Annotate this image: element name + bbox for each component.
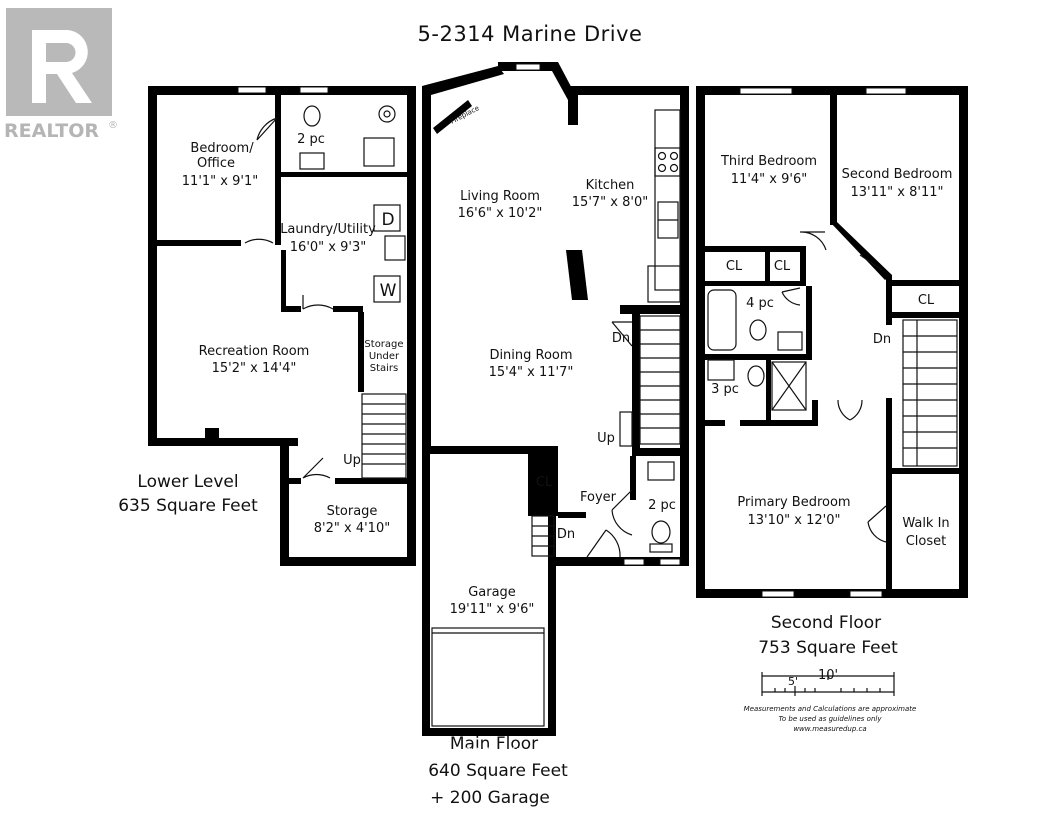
storage-name: Storage (327, 504, 378, 519)
laundry-name: Laundry/Utility (280, 222, 376, 237)
realtor-logo-mark: ® (108, 120, 118, 131)
second-cl-2: CL (774, 259, 791, 274)
second-dn-label: Dn (873, 332, 891, 347)
lower-level-area: 635 Square Feet (118, 496, 258, 516)
second-floor-name: Second Floor (771, 613, 881, 633)
lower-2pc-label: 2 pc (297, 132, 325, 147)
plan-title: 5-2314 Marine Drive (418, 22, 643, 46)
second-bedroom-name: Second Bedroom (842, 167, 953, 182)
lower-bedroom-name-2: Office (197, 156, 235, 171)
kitchen-name: Kitchen (586, 178, 635, 193)
second-cl-3: CL (918, 293, 935, 308)
primary-bedroom-name: Primary Bedroom (737, 495, 850, 510)
laundry-size: 16'0" x 9'3" (290, 240, 366, 255)
disclaimer-line-2: To be used as guidelines only (778, 715, 882, 723)
dryer-label: D (381, 210, 394, 230)
main-floor-extra: + 200 Garage (430, 788, 550, 808)
main-floor-plan: Fireplace Living Room 16'6" x 10'2" Kitc… (422, 62, 689, 808)
walk-in-closet-1: Walk In (902, 516, 949, 531)
main-floor-area: 640 Square Feet (428, 761, 568, 781)
second-floor-area: 753 Square Feet (758, 638, 898, 658)
lower-bedroom-size: 11'1" x 9'1" (182, 174, 258, 189)
living-room-name: Living Room (460, 189, 540, 204)
second-bedroom-size: 13'11" x 8'11" (851, 185, 944, 200)
second-floor-plan: Third Bedroom 11'4" x 9'6" Second Bedroo… (696, 86, 968, 658)
storage-stairs-3: Stairs (370, 363, 399, 374)
four-pc-label: 4 pc (746, 296, 774, 311)
dining-room-size: 15'4" x 11'7" (489, 365, 574, 380)
dining-room-name: Dining Room (489, 348, 572, 363)
kitchen-size: 15'7" x 8'0" (572, 195, 648, 210)
lower-bedroom-name: Bedroom/ (190, 141, 254, 156)
realtor-logo: REALTOR ® (4, 8, 118, 142)
main-dn-bottom: Dn (557, 527, 575, 542)
main-dn-top: Dn (612, 331, 630, 346)
disclaimer-line-1: Measurements and Calculations are approx… (744, 705, 917, 713)
storage-size: 8'2" x 4'10" (314, 521, 390, 536)
main-cl-label: CL (536, 475, 553, 490)
third-bedroom-name: Third Bedroom (720, 154, 817, 169)
lower-level-plan: Bedroom/ Office 11'1" x 9'1" 2 pc D W La… (118, 86, 416, 566)
main-2pc-label: 2 pc (648, 498, 676, 513)
storage-stairs-1: Storage (364, 339, 403, 350)
living-room-size: 16'6" x 10'2" (458, 206, 543, 221)
scale-bar: 10' 5' (761, 668, 895, 696)
disclaimer-line-3: www.measuredup.ca (793, 725, 866, 733)
main-up-label: Up (597, 431, 615, 446)
lower-level-name: Lower Level (137, 472, 238, 492)
garage-size: 19'11" x 9'6" (450, 602, 535, 617)
realtor-logo-text: REALTOR (4, 120, 99, 142)
lower-up-label: Up (343, 453, 361, 468)
main-floor-name: Main Floor (450, 734, 538, 754)
second-stairs (902, 319, 958, 467)
lower-stairs (361, 393, 407, 479)
rec-room-size: 15'2" x 14'4" (212, 361, 297, 376)
main-stairs (619, 315, 681, 447)
storage-stairs-2: Under (369, 351, 400, 362)
garage-name: Garage (468, 585, 516, 600)
second-cl-1: CL (726, 259, 743, 274)
washer-label: W (380, 281, 397, 301)
brokerage-watermark: Royal LePage RCR Realty Services Ltd., B… (355, 746, 704, 762)
walk-in-closet-2: Closet (906, 534, 947, 549)
rec-room-name: Recreation Room (199, 344, 310, 359)
primary-bedroom-size: 13'10" x 12'0" (748, 513, 841, 528)
three-pc-label: 3 pc (711, 382, 739, 397)
scale-ten: 10' (818, 668, 838, 683)
scale-five: 5' (788, 675, 798, 688)
third-bedroom-size: 11'4" x 9'6" (731, 172, 807, 187)
foyer-label: Foyer (580, 490, 617, 505)
